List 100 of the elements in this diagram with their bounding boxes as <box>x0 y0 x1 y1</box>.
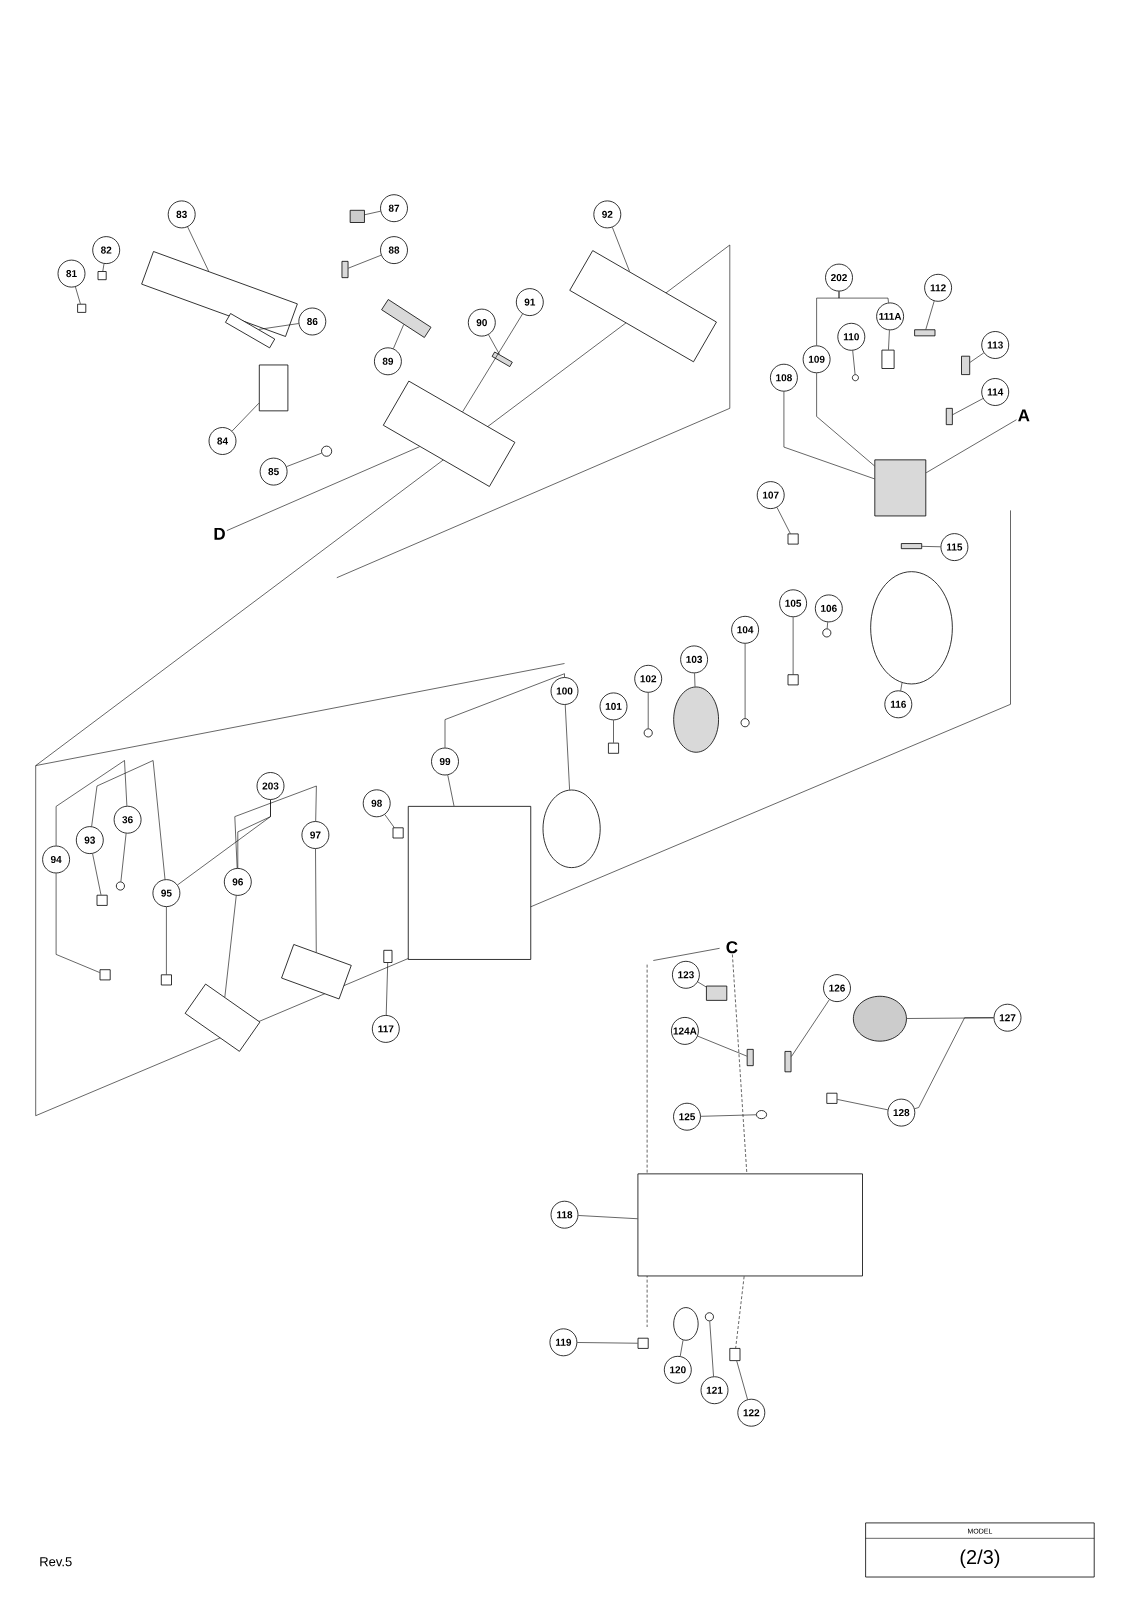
leader-line <box>385 962 389 1016</box>
drum-drawing <box>542 789 601 868</box>
callout-number: 125 <box>673 1102 701 1131</box>
leader-line <box>577 1342 638 1344</box>
callout-number: 108 <box>770 363 798 392</box>
callout-number: 126 <box>823 974 851 1002</box>
washer-drawing <box>822 628 832 638</box>
reference-letter: D <box>214 527 225 540</box>
screw-drawing <box>96 894 108 906</box>
callout-number: 101 <box>599 692 628 721</box>
callout-number: 117 <box>371 1015 400 1043</box>
leader-line <box>709 1321 714 1377</box>
casing-drawing <box>407 805 532 960</box>
reference-letter: A <box>1018 409 1030 422</box>
hose-drawing <box>746 1048 754 1067</box>
sleeve-drawing <box>281 944 352 1000</box>
leader-line <box>187 226 209 272</box>
model-number: (2/3) <box>960 1549 1000 1569</box>
screw-drawing <box>608 742 619 754</box>
callout-number: 124A <box>671 1017 699 1045</box>
leader-line <box>55 760 128 846</box>
callout-number: 113 <box>981 331 1010 359</box>
screw-drawing <box>99 969 111 981</box>
flywheel-drawing <box>870 571 953 685</box>
screw-drawing <box>637 1337 649 1349</box>
callout-number: 87 <box>380 194 408 223</box>
leader-line <box>75 286 81 305</box>
callout-number: 96 <box>223 868 252 896</box>
nut-drawing <box>787 674 799 686</box>
callout-number: 99 <box>431 747 459 776</box>
callout-number: 121 <box>700 1376 729 1405</box>
leader-line <box>613 720 614 743</box>
leader-line <box>744 643 746 719</box>
leader-line <box>952 398 984 415</box>
callout-number: 123 <box>672 960 700 989</box>
leader-line <box>694 673 696 687</box>
leader-line <box>791 999 830 1057</box>
leader-line <box>120 833 127 882</box>
leader-line <box>826 621 828 629</box>
leader-line <box>55 873 100 973</box>
callout-number: 86 <box>298 307 327 336</box>
leader-line <box>838 291 889 303</box>
screw-drawing <box>77 303 87 313</box>
leader-line <box>816 372 875 467</box>
callout-number: 81 <box>57 259 86 288</box>
callout-number: 95 <box>152 879 181 907</box>
callout-number: 91 <box>515 288 544 316</box>
callout-number: 111A <box>876 302 904 331</box>
pin-drawing <box>341 260 349 279</box>
filter-drawing <box>673 1307 699 1341</box>
callout-number: 112 <box>924 273 952 302</box>
callout-number: 107 <box>756 481 785 509</box>
leader-line <box>237 799 271 869</box>
callout-number: 203 <box>256 772 285 800</box>
washer-drawing <box>851 374 859 382</box>
leader-line <box>92 853 102 896</box>
leader-line <box>900 682 903 691</box>
screw-drawing <box>392 827 404 839</box>
leader-line <box>258 323 299 330</box>
screw-drawing <box>787 533 799 545</box>
leader-line <box>647 692 649 729</box>
leader-line <box>91 760 166 880</box>
leader-line <box>735 1276 745 1349</box>
leader-line <box>736 1360 748 1400</box>
callout-number: 90 <box>467 308 496 337</box>
leader-line <box>925 419 1017 474</box>
screw-drawing <box>383 949 393 963</box>
lever-drawing <box>225 313 276 349</box>
screw-drawing <box>729 1348 741 1361</box>
pin-drawing <box>914 329 936 337</box>
leader-line <box>612 227 630 272</box>
leader-line <box>921 546 941 548</box>
revision-note: Rev.5 <box>40 1557 72 1567</box>
spring-drawing <box>381 299 432 338</box>
clutch-drawing <box>673 686 719 753</box>
callout-number: 109 <box>802 345 831 374</box>
leader-line <box>792 616 794 675</box>
callout-number: 104 <box>731 615 759 644</box>
tag-drawing <box>826 1092 838 1104</box>
callout-number: 83 <box>167 200 196 229</box>
leader-line <box>783 391 875 480</box>
leader-line <box>348 254 382 269</box>
leader-line <box>679 1339 684 1357</box>
leader-line <box>776 507 791 534</box>
leader-line <box>578 1215 638 1220</box>
callout-number: 127 <box>993 1003 1022 1032</box>
tube-drawing <box>569 250 717 363</box>
leader-line <box>837 1099 888 1111</box>
washer-drawing <box>704 1312 714 1322</box>
callout-number: 122 <box>737 1398 766 1427</box>
cap-drawing <box>852 995 907 1042</box>
callout-number: 105 <box>779 589 807 618</box>
callout-number: 84 <box>208 427 237 455</box>
callout-number: 128 <box>887 1098 916 1127</box>
pin-drawing <box>491 351 513 367</box>
callout-number: 36 <box>113 805 142 834</box>
leader-line <box>732 954 748 1174</box>
leader-line <box>234 785 317 869</box>
leader-line <box>462 313 523 412</box>
callout-number: 92 <box>593 200 622 229</box>
